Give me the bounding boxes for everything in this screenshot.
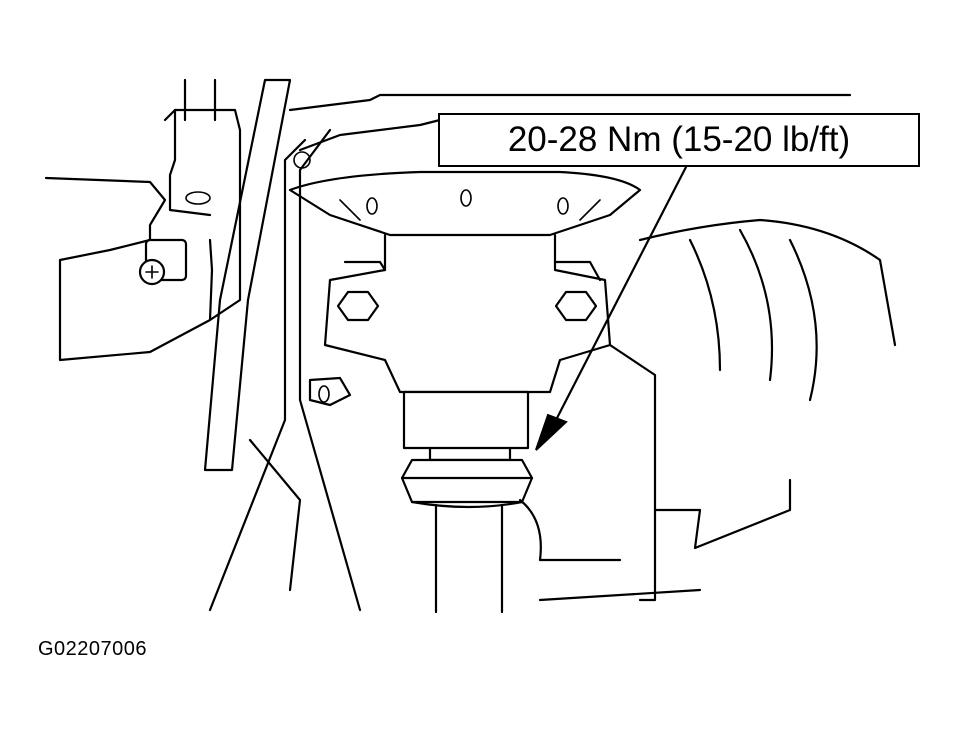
diagonal-rods [203,78,362,612]
leader-arrow [535,165,688,451]
torque-callout: 20-28 Nm (15-20 lb/ft) [438,113,920,167]
figure-id: G02207006 [38,638,148,660]
lower-stem [400,390,622,614]
right-wheel-area [538,218,897,602]
hex-nut-icon [400,458,534,504]
left-bracket-assembly [44,78,242,362]
torque-callout-label: 20-28 Nm (15-20 lb/ft) [507,120,851,159]
upper-housing [288,93,852,237]
hex-bolt-icon [554,290,598,322]
central-body [308,233,657,602]
bracket-hole-icon [185,191,211,205]
hex-bolt-icon [336,290,380,322]
arrow-icon [535,413,568,451]
